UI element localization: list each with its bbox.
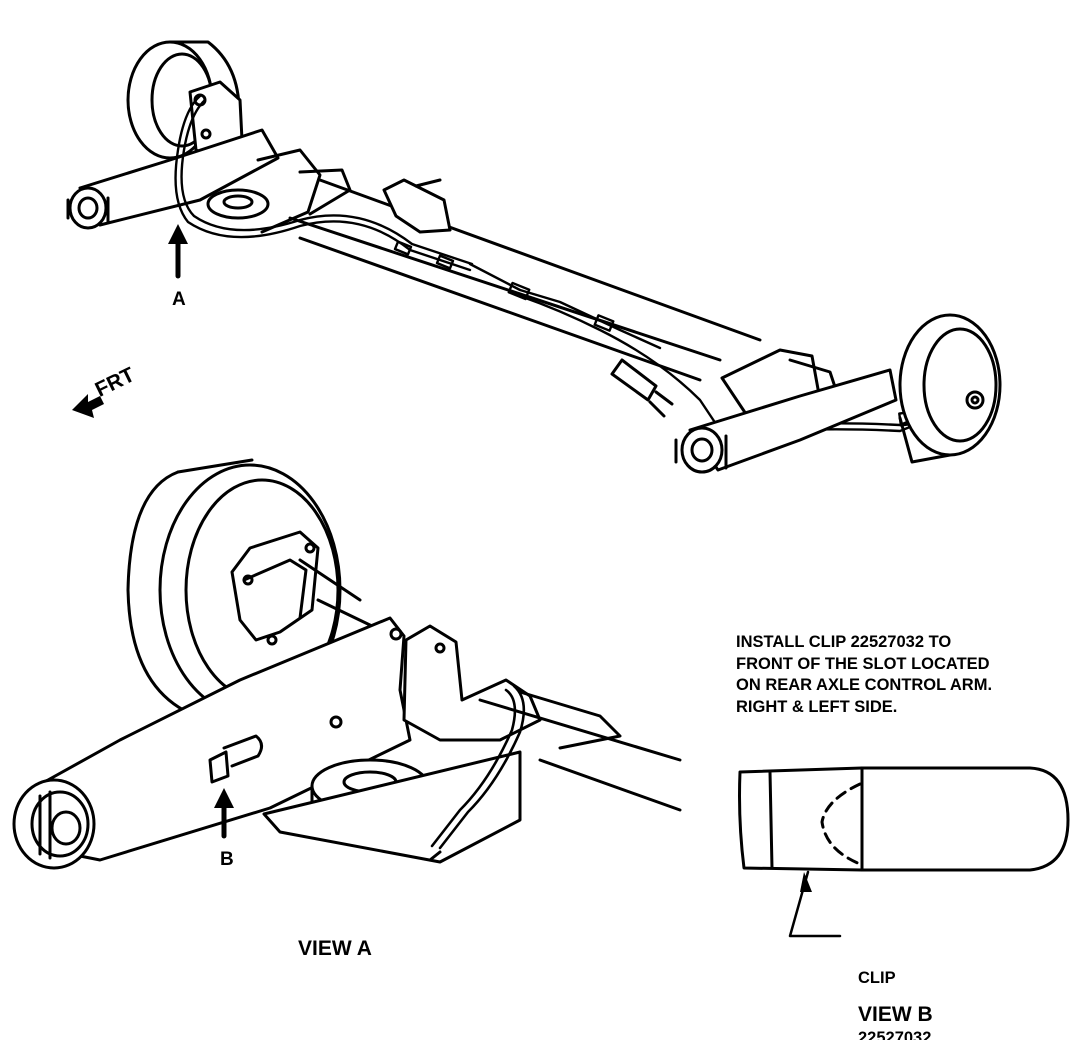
view-a-closeup [12,458,682,870]
view-b-clip [738,766,1070,938]
clip-name: CLIP [858,969,896,987]
closeup-control-arm [28,616,412,862]
callout-a-label: A [172,289,186,310]
axle-beam [288,178,762,382]
instruction-line: FRONT OF THE SLOT LOCATED [736,654,990,673]
front-direction-arrow [72,394,104,418]
axle-assembly-overview [66,40,1002,474]
closeup-cable [430,684,526,850]
instruction-line: INSTALL CLIP 22527032 TO [736,633,952,651]
right-control-arm [674,368,898,474]
callout-b-arrow [214,788,234,839]
callout-b-label: B [220,849,234,870]
install-instruction: INSTALL CLIP 22527032 TO FRONT OF THE SL… [736,632,1076,718]
right-brake-drum [898,313,1002,464]
instruction-line: ON REAR AXLE CONTROL ARM. [736,676,993,694]
clip-part-number: 22527032 [858,1029,932,1040]
left-control-arm [66,128,280,230]
instruction-line: RIGHT & LEFT SIDE. [736,697,898,716]
clip-part-label: CLIP 22527032 [858,928,931,1040]
view-a-caption: VIEW A [298,937,372,960]
closeup-bushing [12,778,96,870]
view-b-caption: VIEW B [858,1003,933,1026]
callout-a-arrow [168,224,188,279]
